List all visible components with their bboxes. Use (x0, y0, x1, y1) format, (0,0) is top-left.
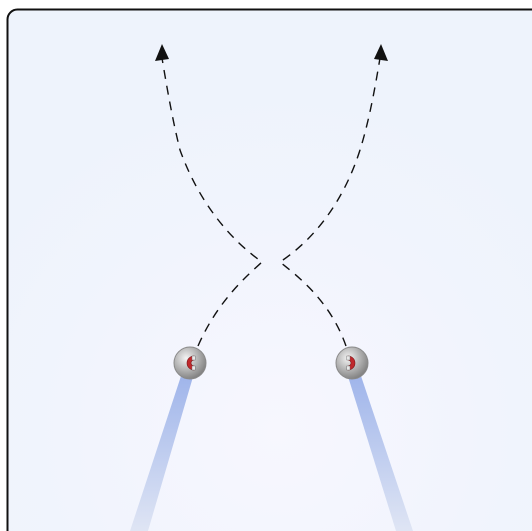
left-motion-trail (130, 370, 195, 531)
left-trajectory (161, 57, 264, 347)
magnet-icon (346, 355, 356, 371)
magnet-icon (186, 355, 196, 371)
right-trajectory (278, 57, 381, 347)
right-ball (335, 346, 369, 380)
left-arrow-head (155, 44, 169, 61)
right-arrow-head (374, 44, 388, 61)
left-ball (173, 346, 207, 380)
panel-background (6, 8, 532, 531)
right-motion-trail (346, 370, 413, 531)
